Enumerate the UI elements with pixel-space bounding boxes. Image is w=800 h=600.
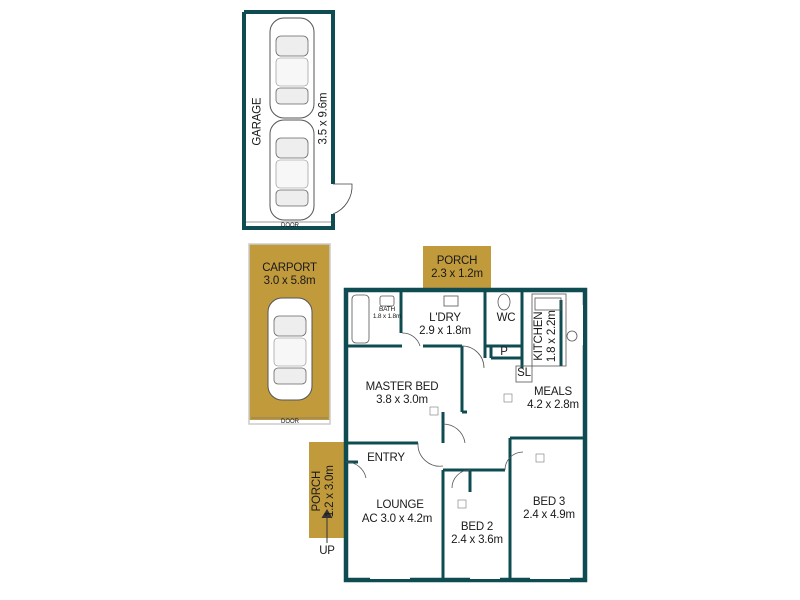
master-bed-dims: 3.8 x 3.0m — [376, 394, 428, 407]
garage-dims-label: 3.5 x 9.6m — [317, 84, 330, 154]
kitchen-name: KITCHEN — [532, 311, 545, 361]
meals-label: MEALS 4.2 x 2.8m — [518, 386, 588, 412]
bed3-dims: 2.4 x 4.9m — [523, 509, 575, 522]
up-text: UP — [319, 545, 335, 557]
lounge-dims: 3.0 x 4.2m — [380, 513, 433, 525]
porch-top-dims: 2.3 x 1.2m — [431, 268, 483, 281]
bath-label: BATH 1.8 x 1.8m — [370, 306, 404, 321]
laundry-name: L'DRY — [429, 312, 461, 324]
meals-name: MEALS — [534, 386, 572, 398]
carport-dims: 3.0 x 5.8m — [263, 275, 316, 288]
wc-label: WC — [493, 312, 519, 325]
interior-walls — [346, 290, 585, 580]
garage-side-door — [332, 183, 353, 215]
up-label: UP — [315, 545, 339, 558]
house-walls — [343, 287, 588, 583]
lounge-ac: AC — [361, 513, 378, 525]
carport-name: CARPORT — [262, 262, 317, 274]
garage-walls — [242, 10, 335, 230]
entry-name: ENTRY — [367, 452, 405, 464]
porch-top-name: PORCH — [436, 255, 478, 267]
sl-name: SL — [517, 367, 531, 379]
porch-side-name: PORCH — [310, 470, 323, 512]
entry-label: ENTRY — [366, 452, 406, 465]
car-icon — [269, 119, 315, 221]
lounge-name: LOUNGE — [376, 499, 424, 511]
kitchen-dims: 1.8 x 2.2m — [546, 310, 558, 363]
pantry-name: P — [500, 346, 508, 358]
carport-outline — [248, 243, 331, 425]
toilet-icon — [497, 293, 511, 311]
kitchen-bench — [531, 293, 567, 367]
bed2-dims: 2.4 x 3.6m — [451, 534, 503, 547]
windows — [349, 305, 583, 579]
garage-dims: 3.5 x 9.6m — [317, 92, 330, 145]
porch-top-label: PORCH 2.3 x 1.2m — [423, 255, 491, 281]
master-bed-label: MASTER BED 3.8 x 3.0m — [362, 381, 442, 407]
bed2-name: BED 2 — [460, 521, 494, 533]
garage-door-label: DOOR — [281, 223, 299, 229]
fixture-marks — [429, 393, 545, 509]
pantry-label: P — [497, 346, 511, 359]
porch-side-dims: 1.2 x 3.0m — [324, 465, 336, 518]
meals-dims: 4.2 x 2.8m — [527, 399, 579, 412]
sink-icon — [566, 330, 578, 342]
bed2-label: BED 2 2.4 x 3.6m — [444, 521, 510, 547]
carport-door-label: DOOR — [281, 419, 299, 425]
cooktop-icon — [534, 297, 562, 311]
laundry-sink-icon — [443, 295, 459, 307]
lounge-dims-label: AC 3.0 x 4.2m — [352, 513, 442, 526]
carport-label: CARPORT 3.0 x 5.8m — [249, 262, 330, 288]
laundry-dims: 2.9 x 1.8m — [419, 325, 471, 338]
garage-label: GARAGE — [251, 97, 264, 147]
door-swings — [345, 332, 524, 489]
lounge-dims-line: AC 3.0 x 4.2m — [352, 513, 442, 526]
bed3-label: BED 3 2.4 x 4.9m — [512, 496, 586, 522]
car-icon — [269, 17, 315, 119]
bath-dims: 1.8 x 1.8m — [372, 313, 402, 321]
porch-side-label: PORCH 1.2 x 3.0m — [311, 451, 337, 531]
wc-name: WC — [496, 312, 516, 324]
bed3-name: BED 3 — [532, 496, 566, 508]
master-bed-name: MASTER BED — [365, 381, 439, 393]
porch-top-fill — [423, 246, 491, 288]
lounge-label: LOUNGE — [370, 499, 430, 512]
bath-name: BATH — [378, 306, 396, 313]
bath-fixtures — [351, 294, 395, 344]
sl-box — [515, 365, 533, 383]
car-icon — [267, 297, 313, 401]
kitchen-label: KITCHEN 1.8 x 2.2m — [533, 296, 559, 376]
laundry-label: L'DRY 2.9 x 1.8m — [410, 312, 480, 338]
sl-label: SL — [515, 367, 533, 380]
up-arrow-icon — [321, 509, 333, 543]
garage-name: GARAGE — [251, 97, 264, 146]
